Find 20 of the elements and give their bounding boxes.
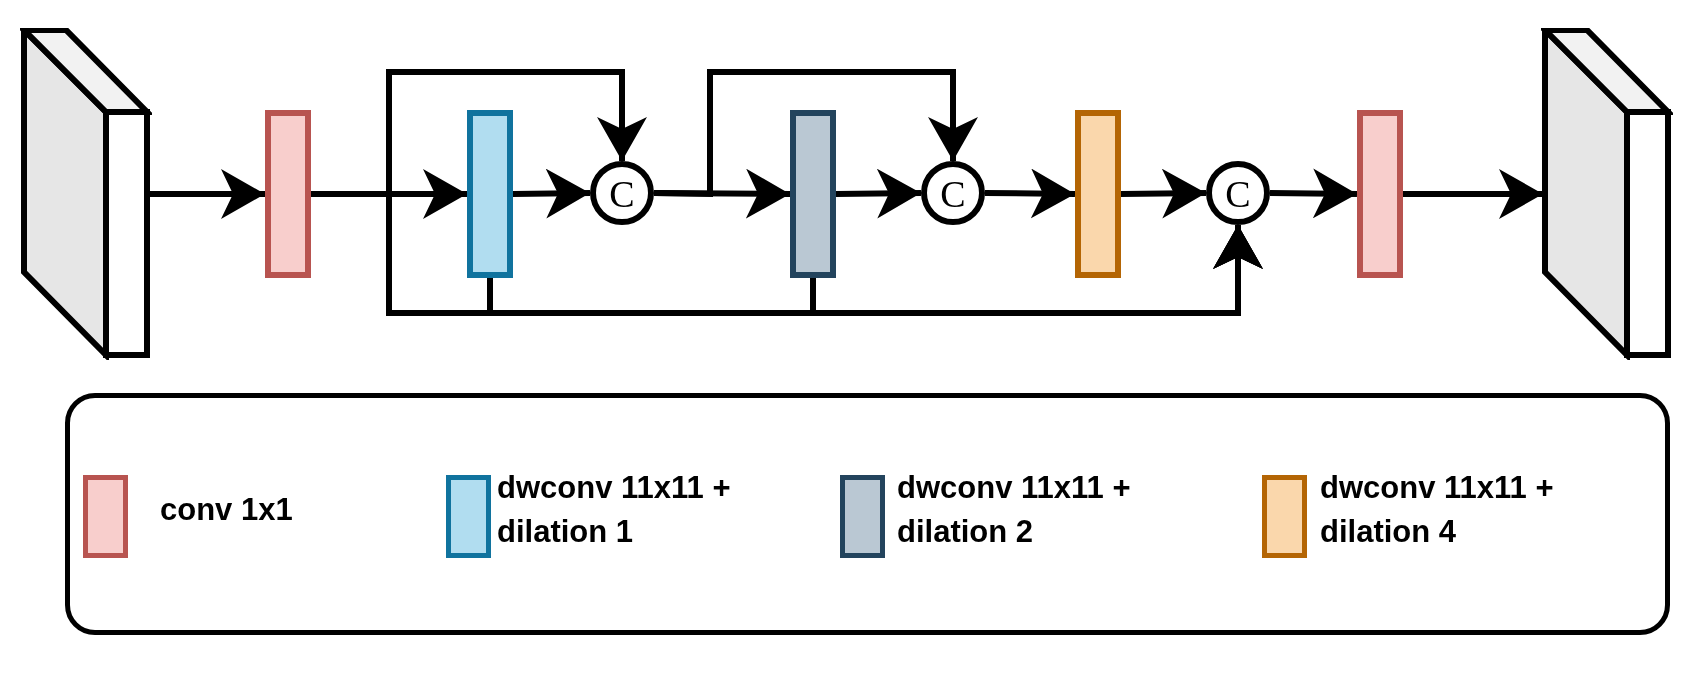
arrow — [1120, 168, 1207, 219]
arrow — [150, 169, 265, 219]
layer-bar — [467, 110, 513, 278]
arrow — [835, 168, 922, 219]
arrow — [512, 168, 591, 219]
arrow — [1269, 168, 1358, 219]
legend-label: conv 1x1 — [160, 491, 293, 529]
concat-symbol: C — [609, 175, 635, 213]
arrow — [653, 69, 978, 198]
legend-label: dwconv 11x11 + dilation 4 — [1320, 469, 1555, 551]
layer-bar — [1075, 110, 1121, 278]
layer-bar — [1357, 110, 1403, 278]
layer-bar — [790, 110, 836, 278]
legend-label: dwconv 11x11 + dilation 2 — [897, 469, 1132, 551]
layer-bar — [265, 110, 311, 278]
legend-label: dwconv 11x11 + dilation 1 — [497, 469, 732, 551]
concat-symbol: C — [1225, 175, 1251, 213]
arrow — [984, 168, 1076, 219]
concat-symbol: C — [940, 175, 966, 213]
arrow — [1403, 169, 1543, 219]
